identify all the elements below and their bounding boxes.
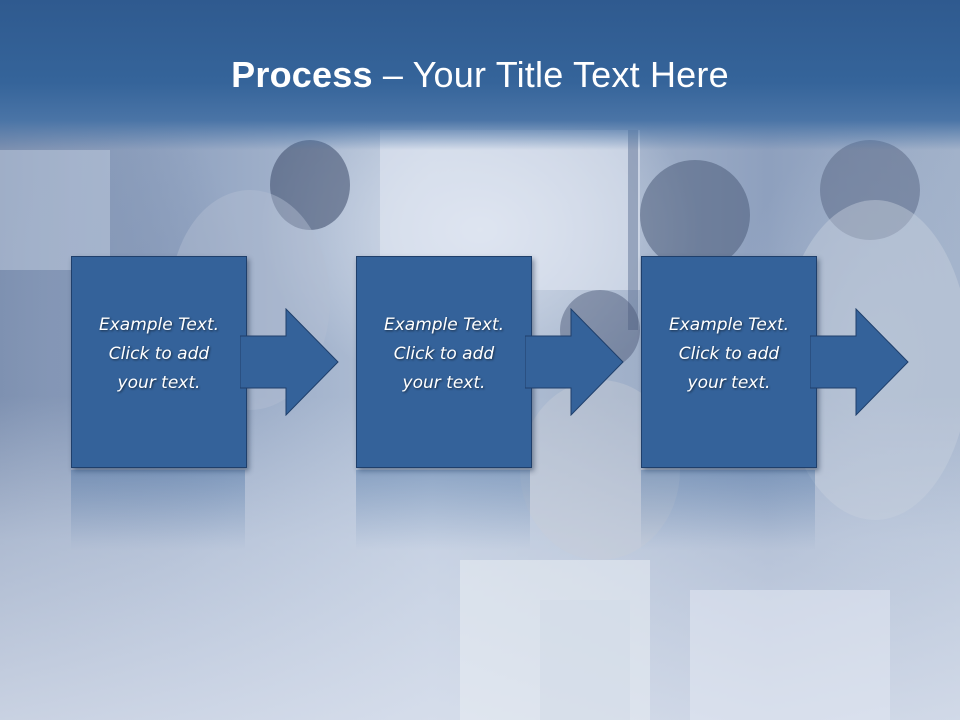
step-reflection (71, 470, 245, 550)
right-arrow-icon (240, 308, 339, 416)
title-strong: Process (231, 54, 373, 95)
slide-title[interactable]: Process – Your Title Text Here (0, 54, 960, 96)
step-box[interactable]: Example Text. Click to add your text. (356, 256, 532, 468)
right-arrow-icon (810, 308, 909, 416)
step-reflection (641, 470, 815, 550)
step-text[interactable]: Example Text. Click to add your text. (668, 315, 790, 393)
process-step-3[interactable]: Example Text. Click to add your text. (641, 256, 817, 468)
process-step-1[interactable]: Example Text. Click to add your text. (71, 256, 247, 468)
step-text[interactable]: Example Text. Click to add your text. (98, 315, 220, 393)
title-bar: Process – Your Title Text Here (0, 0, 960, 150)
title-rest: – Your Title Text Here (372, 54, 729, 95)
right-arrow-icon (525, 308, 624, 416)
process-step-2[interactable]: Example Text. Click to add your text. (356, 256, 532, 468)
step-text[interactable]: Example Text. Click to add your text. (383, 315, 505, 393)
step-box[interactable]: Example Text. Click to add your text. (71, 256, 247, 468)
step-reflection (356, 470, 530, 550)
step-box[interactable]: Example Text. Click to add your text. (641, 256, 817, 468)
